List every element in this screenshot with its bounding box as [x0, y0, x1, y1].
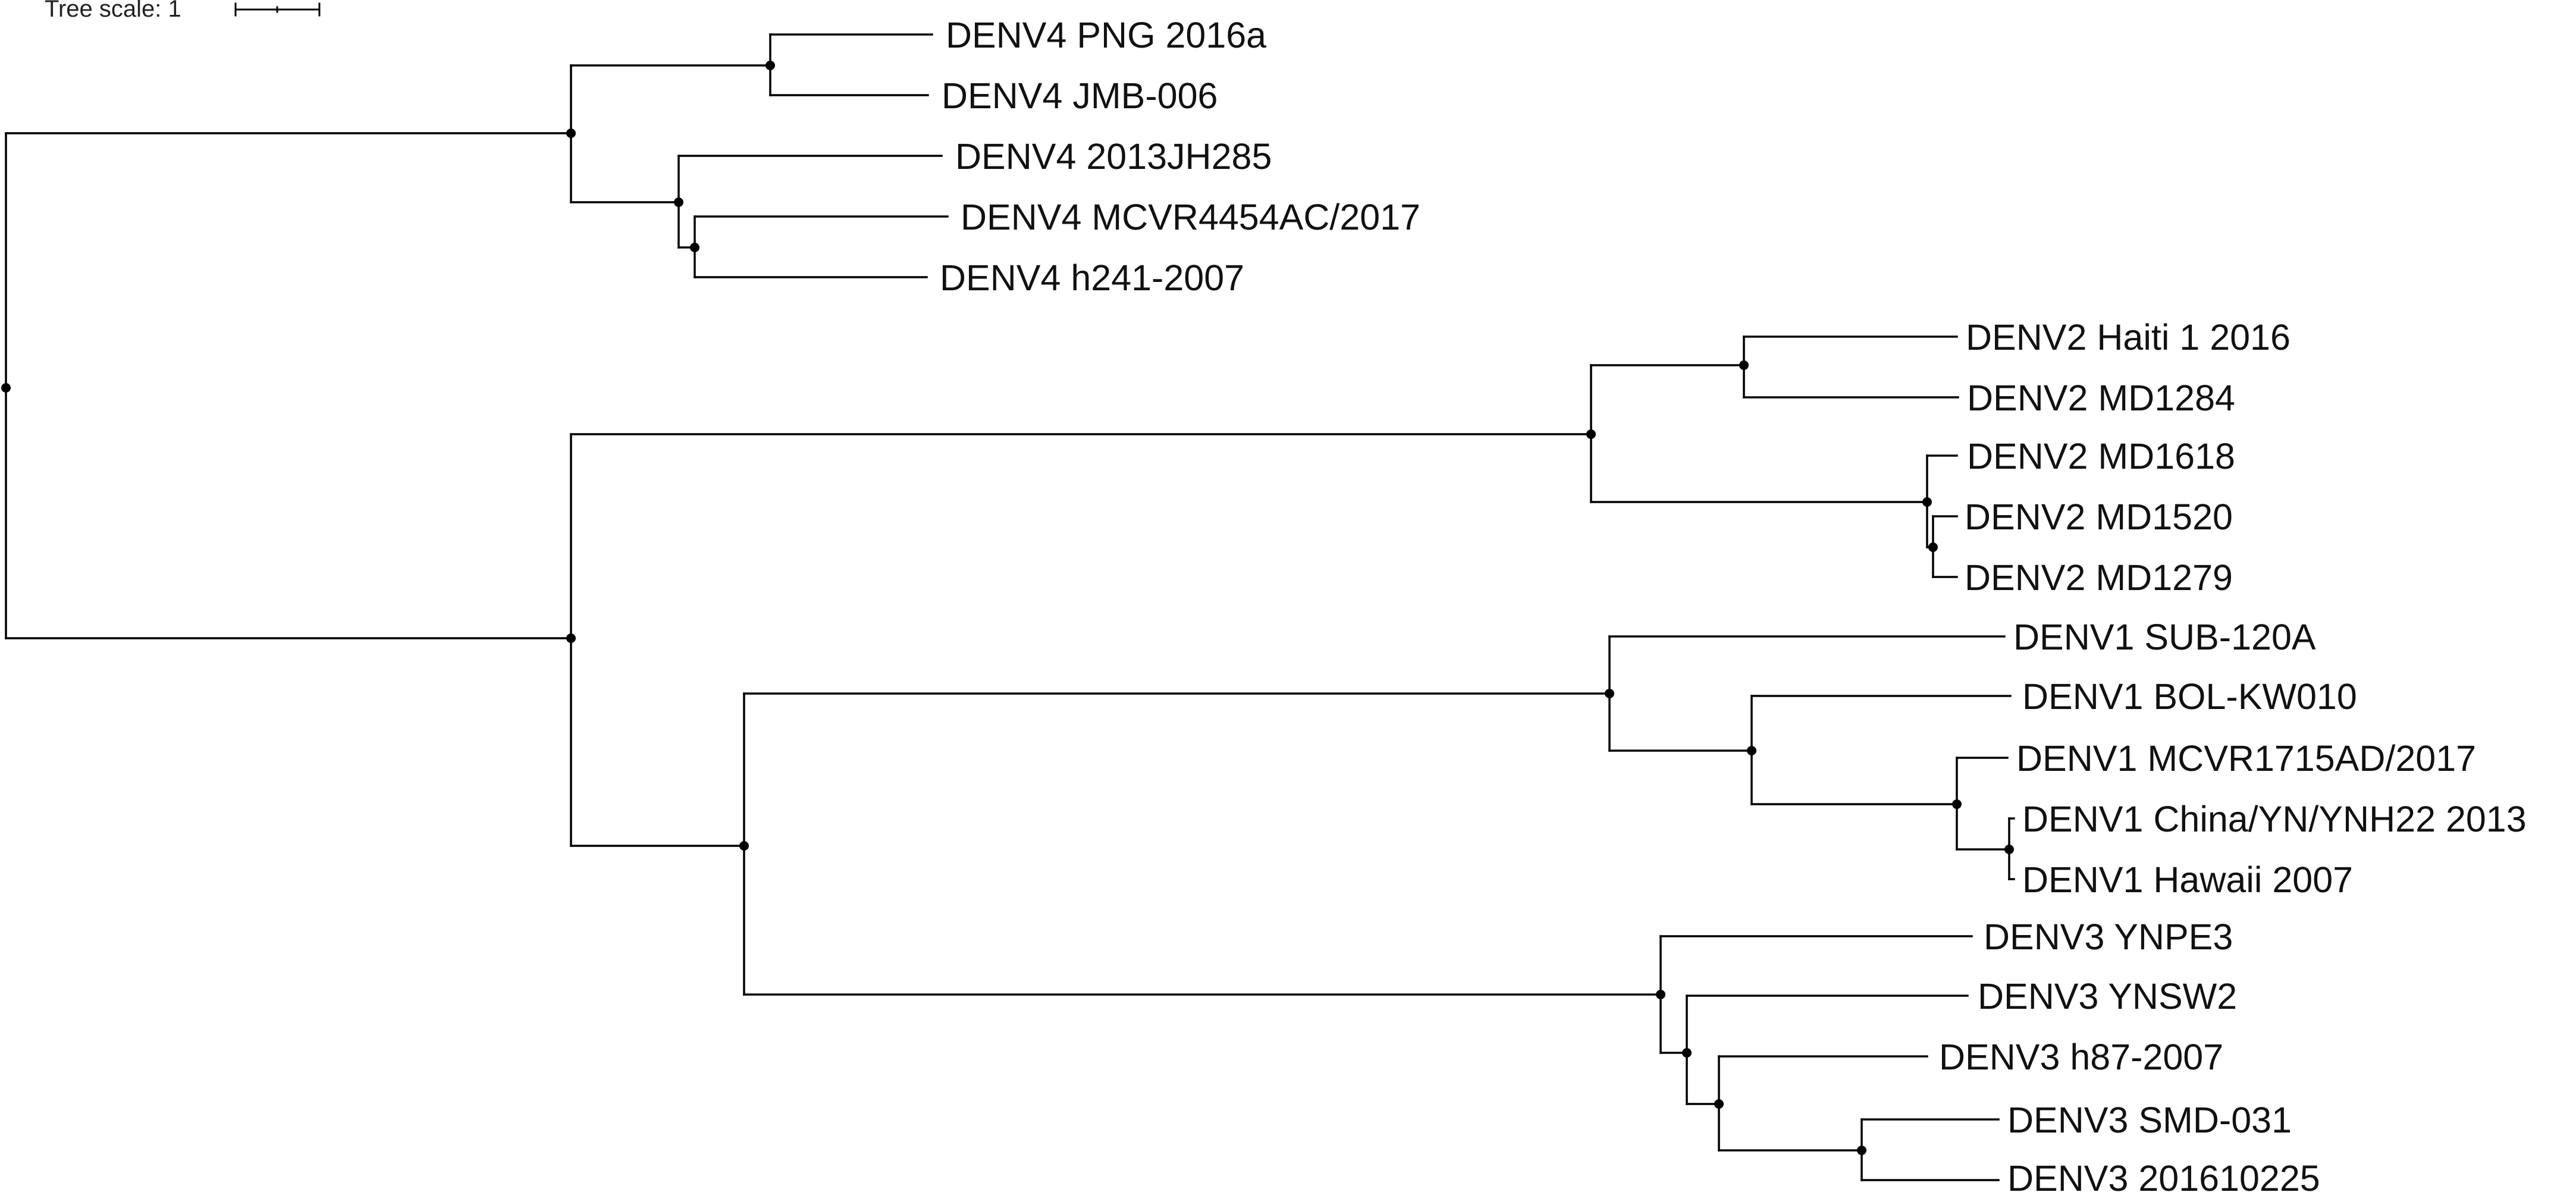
node-denv1-denv3	[739, 841, 749, 851]
tree-scale: Tree scale: 1	[45, 0, 321, 22]
node-denv2-c	[1928, 542, 1938, 552]
node-denv4-c	[690, 243, 699, 252]
leaf-label: DENV2 MD1520	[1965, 497, 2233, 537]
node-denv2-b	[1922, 497, 1932, 507]
node-denv3	[1656, 990, 1665, 999]
leaf-label: DENV2 Haiti 1 2016	[1966, 317, 2291, 357]
node-root	[1, 383, 11, 393]
tree-branches	[5, 33, 2015, 1181]
leaf-label: DENV4 JMB-006	[942, 76, 1218, 116]
node-denv1-b	[1952, 799, 1962, 809]
leaf-label: DENV3 201610225	[2007, 1158, 2320, 1192]
node-denv4-b	[674, 197, 683, 207]
leaf-labels: DENV4 PNG 2016a DENV4 JMB-006 DENV4 2013…	[940, 15, 2527, 1192]
node-denv3-a	[1682, 1048, 1692, 1058]
leaf-label: DENV2 MD1618	[1967, 436, 2235, 476]
leaf-label: DENV2 MD1284	[1967, 378, 2235, 418]
leaf-label: DENV1 MCVR1715AD/2017	[2016, 738, 2476, 779]
node-denv1	[1605, 689, 1614, 698]
leaf-label: DENV4 2013JH285	[955, 136, 1272, 177]
node-denv1-c	[2004, 845, 2014, 854]
node-denv3-b	[1714, 1099, 1724, 1109]
leaf-label: DENV3 SMD-031	[2007, 1100, 2292, 1140]
node-denv2	[1586, 429, 1596, 439]
node-denv4	[566, 128, 576, 138]
node-denv1-a	[1747, 746, 1756, 755]
leaf-label: DENV1 Hawaii 2007	[2022, 860, 2353, 900]
leaf-label: DENV1 China/YN/YNH22 2013	[2022, 799, 2527, 839]
node-denv2-a	[1739, 360, 1749, 370]
leaf-label: DENV4 h241-2007	[940, 258, 1244, 298]
leaf-label: DENV3 YNSW2	[1978, 976, 2237, 1017]
node-rest	[566, 633, 576, 643]
leaf-label: DENV2 MD1279	[1965, 557, 2233, 598]
leaf-label: DENV1 BOL-KW010	[2022, 676, 2357, 717]
tree-scale-bar	[234, 2, 321, 17]
leaf-label: DENV4 MCVR4454AC/2017	[961, 197, 1420, 237]
node-denv4-pair	[765, 61, 775, 70]
tree-scale-label: Tree scale: 1	[45, 0, 181, 22]
tree-nodes	[1, 61, 2014, 1155]
leaf-label: DENV3 YNPE3	[1984, 917, 2233, 957]
leaf-label: DENV3 h87-2007	[1939, 1037, 2223, 1077]
leaf-label: DENV1 SUB-120A	[2013, 617, 2316, 657]
leaf-label: DENV4 PNG 2016a	[946, 15, 1266, 55]
node-denv3-c	[1857, 1146, 1866, 1155]
